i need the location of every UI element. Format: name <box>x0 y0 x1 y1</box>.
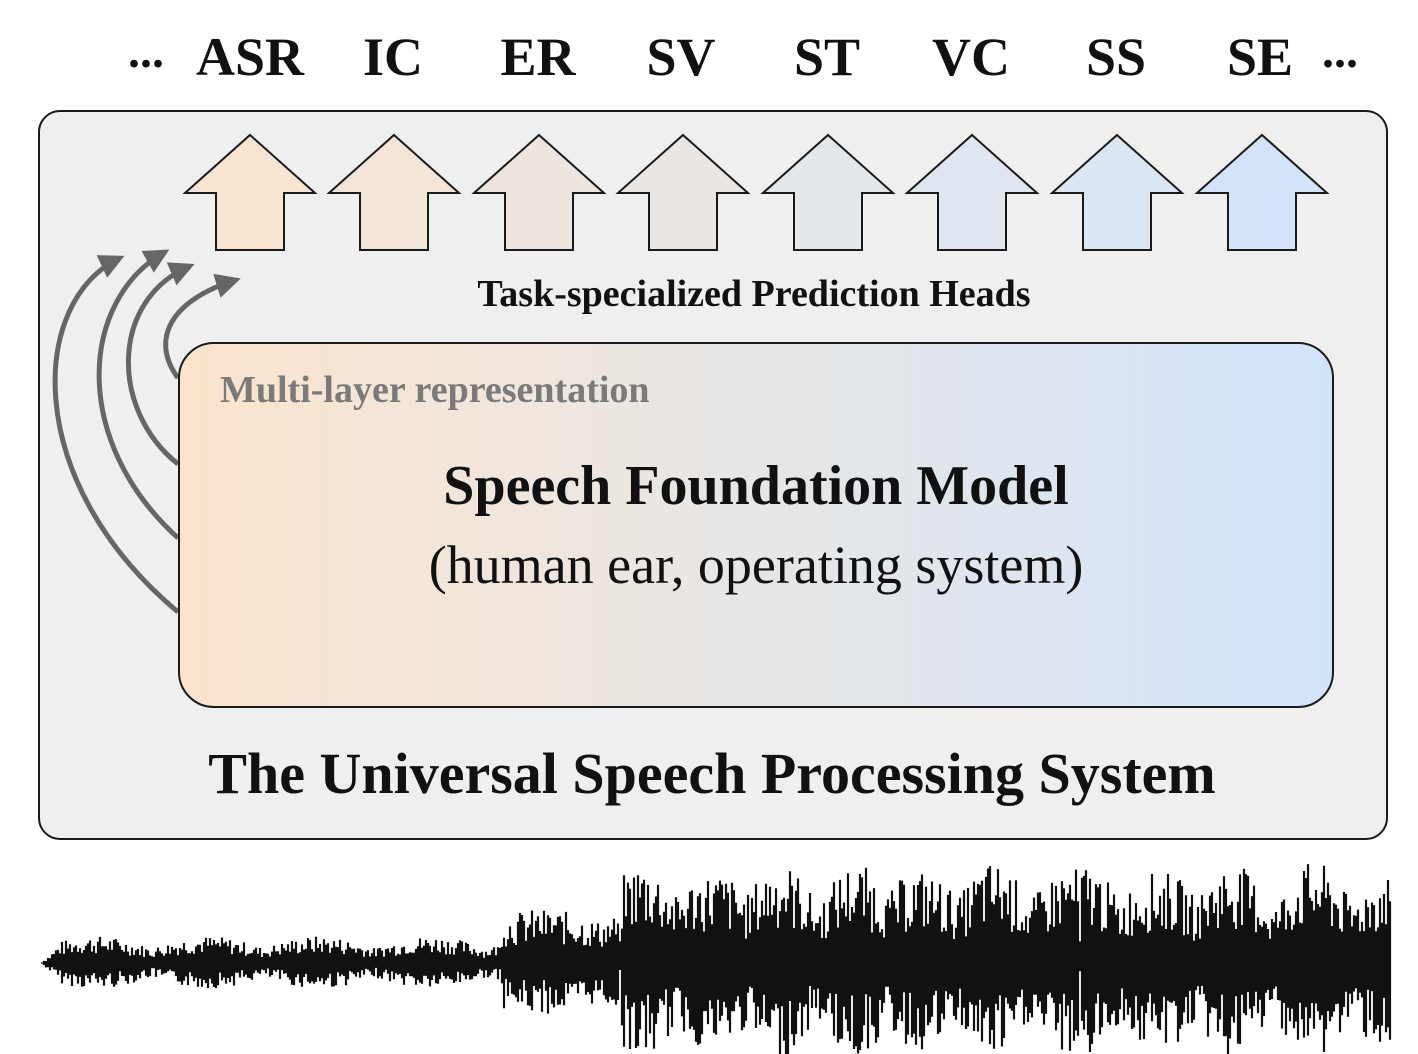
prediction-heads <box>182 133 1330 251</box>
model-title: Speech Foundation Model <box>443 455 1069 517</box>
up-arrow-icon <box>904 133 1040 251</box>
task-label-ss: SS <box>1085 27 1147 87</box>
multi-layer-label: Multi-layer representation <box>220 369 650 411</box>
up-arrow-icon <box>182 133 318 251</box>
up-arrow-icon <box>1194 133 1330 251</box>
task-label-sv: SV <box>646 27 716 87</box>
task-label-asr: ASR <box>195 27 305 87</box>
curved-arrow-icon <box>163 273 241 380</box>
up-arrow-icon <box>326 133 462 251</box>
up-arrow-icon <box>471 133 607 251</box>
prediction-heads-label: Task-specialized Prediction Heads <box>477 273 1031 315</box>
task-label-se: SE <box>1226 27 1294 87</box>
ellipsis-right: ... <box>1322 25 1358 78</box>
foundation-model-box: Multi-layer representation Speech Founda… <box>178 342 1334 708</box>
curved-arrow-icon <box>96 249 180 540</box>
task-labels: ... ASR IC ER SV ST VC SS SE ... <box>0 0 1418 100</box>
task-label-ic: IC <box>362 27 424 87</box>
model-subtitle: (human ear, operating system) <box>428 535 1084 595</box>
task-label-vc: VC <box>932 27 1010 87</box>
up-arrow-icon <box>1049 133 1185 251</box>
layer-connections <box>52 249 241 614</box>
task-label-er: ER <box>500 27 576 87</box>
up-arrow-icon <box>615 133 751 251</box>
waveform-trace <box>40 864 1392 1054</box>
up-arrow-icon <box>760 133 896 251</box>
curved-arrow-icon <box>125 262 195 466</box>
task-label-st: ST <box>793 27 861 87</box>
curved-arrow-icon <box>52 255 180 614</box>
ellipsis-left: ... <box>128 25 164 78</box>
system-title: The Universal Speech Processing System <box>208 741 1216 806</box>
